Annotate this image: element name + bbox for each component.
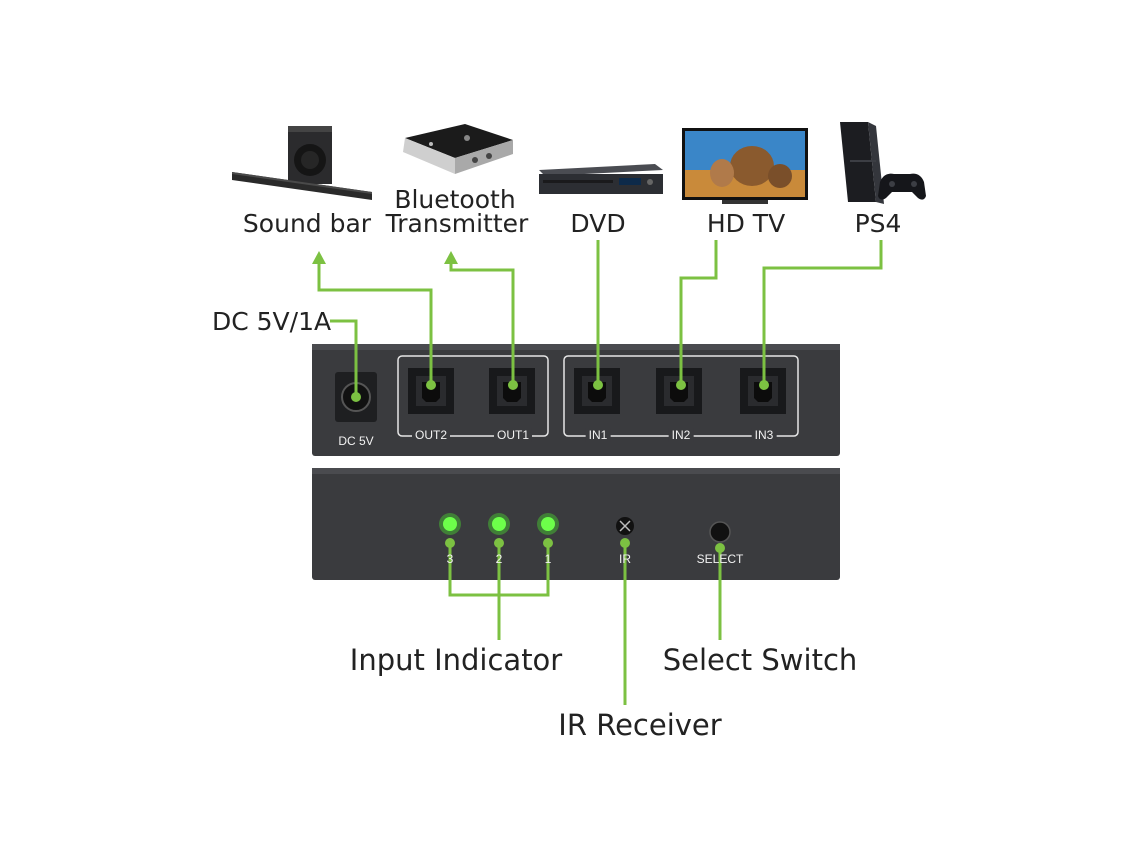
port-label-in2: IN2 (668, 428, 694, 442)
indicator-label-3: 3 (446, 552, 454, 566)
bluetooth-label-line1: Bluetooth (394, 185, 516, 214)
port-label-in1: IN1 (585, 428, 611, 442)
select-label: SELECT (696, 552, 744, 566)
led-3 (439, 513, 461, 535)
port-label-out1: OUT1 (493, 428, 533, 442)
ps4-image (836, 120, 928, 206)
dc-jack-label: DC 5V (338, 434, 374, 448)
hdtv-label: HD TV (706, 209, 786, 238)
indicator-label-1: 1 (544, 552, 552, 566)
select-switch-callout: Select Switch (662, 643, 858, 677)
soundbar-label: Sound bar (242, 209, 372, 238)
indicator-label-2: 2 (495, 552, 503, 566)
dvd-player-image (535, 160, 665, 200)
led-2 (488, 513, 510, 535)
select-button (709, 521, 731, 543)
led-1 (537, 513, 559, 535)
hdtv-image (682, 128, 808, 206)
front-panel (312, 468, 840, 580)
optical-port-in2 (656, 368, 702, 414)
soundbar-image (230, 120, 380, 200)
input-indicator-callout: Input Indicator (349, 643, 563, 677)
optical-port-in3 (740, 368, 786, 414)
connection-dots (351, 380, 769, 553)
ir-receiver-callout: IR Receiver (558, 708, 722, 742)
ps4-label: PS4 (854, 209, 902, 238)
bluetooth-transmitter-image (395, 120, 515, 180)
port-label-out2: OUT2 (411, 428, 451, 442)
connection-lines (317, 240, 883, 705)
port-label-in3: IN3 (751, 428, 777, 442)
ir-sensor (616, 517, 634, 535)
ir-label: IR (619, 552, 631, 566)
arrowheads (312, 251, 458, 264)
dvd-label: DVD (570, 209, 626, 238)
optical-port-out2 (408, 368, 454, 414)
bluetooth-label-line2: Transmitter (385, 209, 529, 238)
output-port-group (397, 355, 549, 437)
power-label: DC 5V/1A (212, 307, 332, 336)
